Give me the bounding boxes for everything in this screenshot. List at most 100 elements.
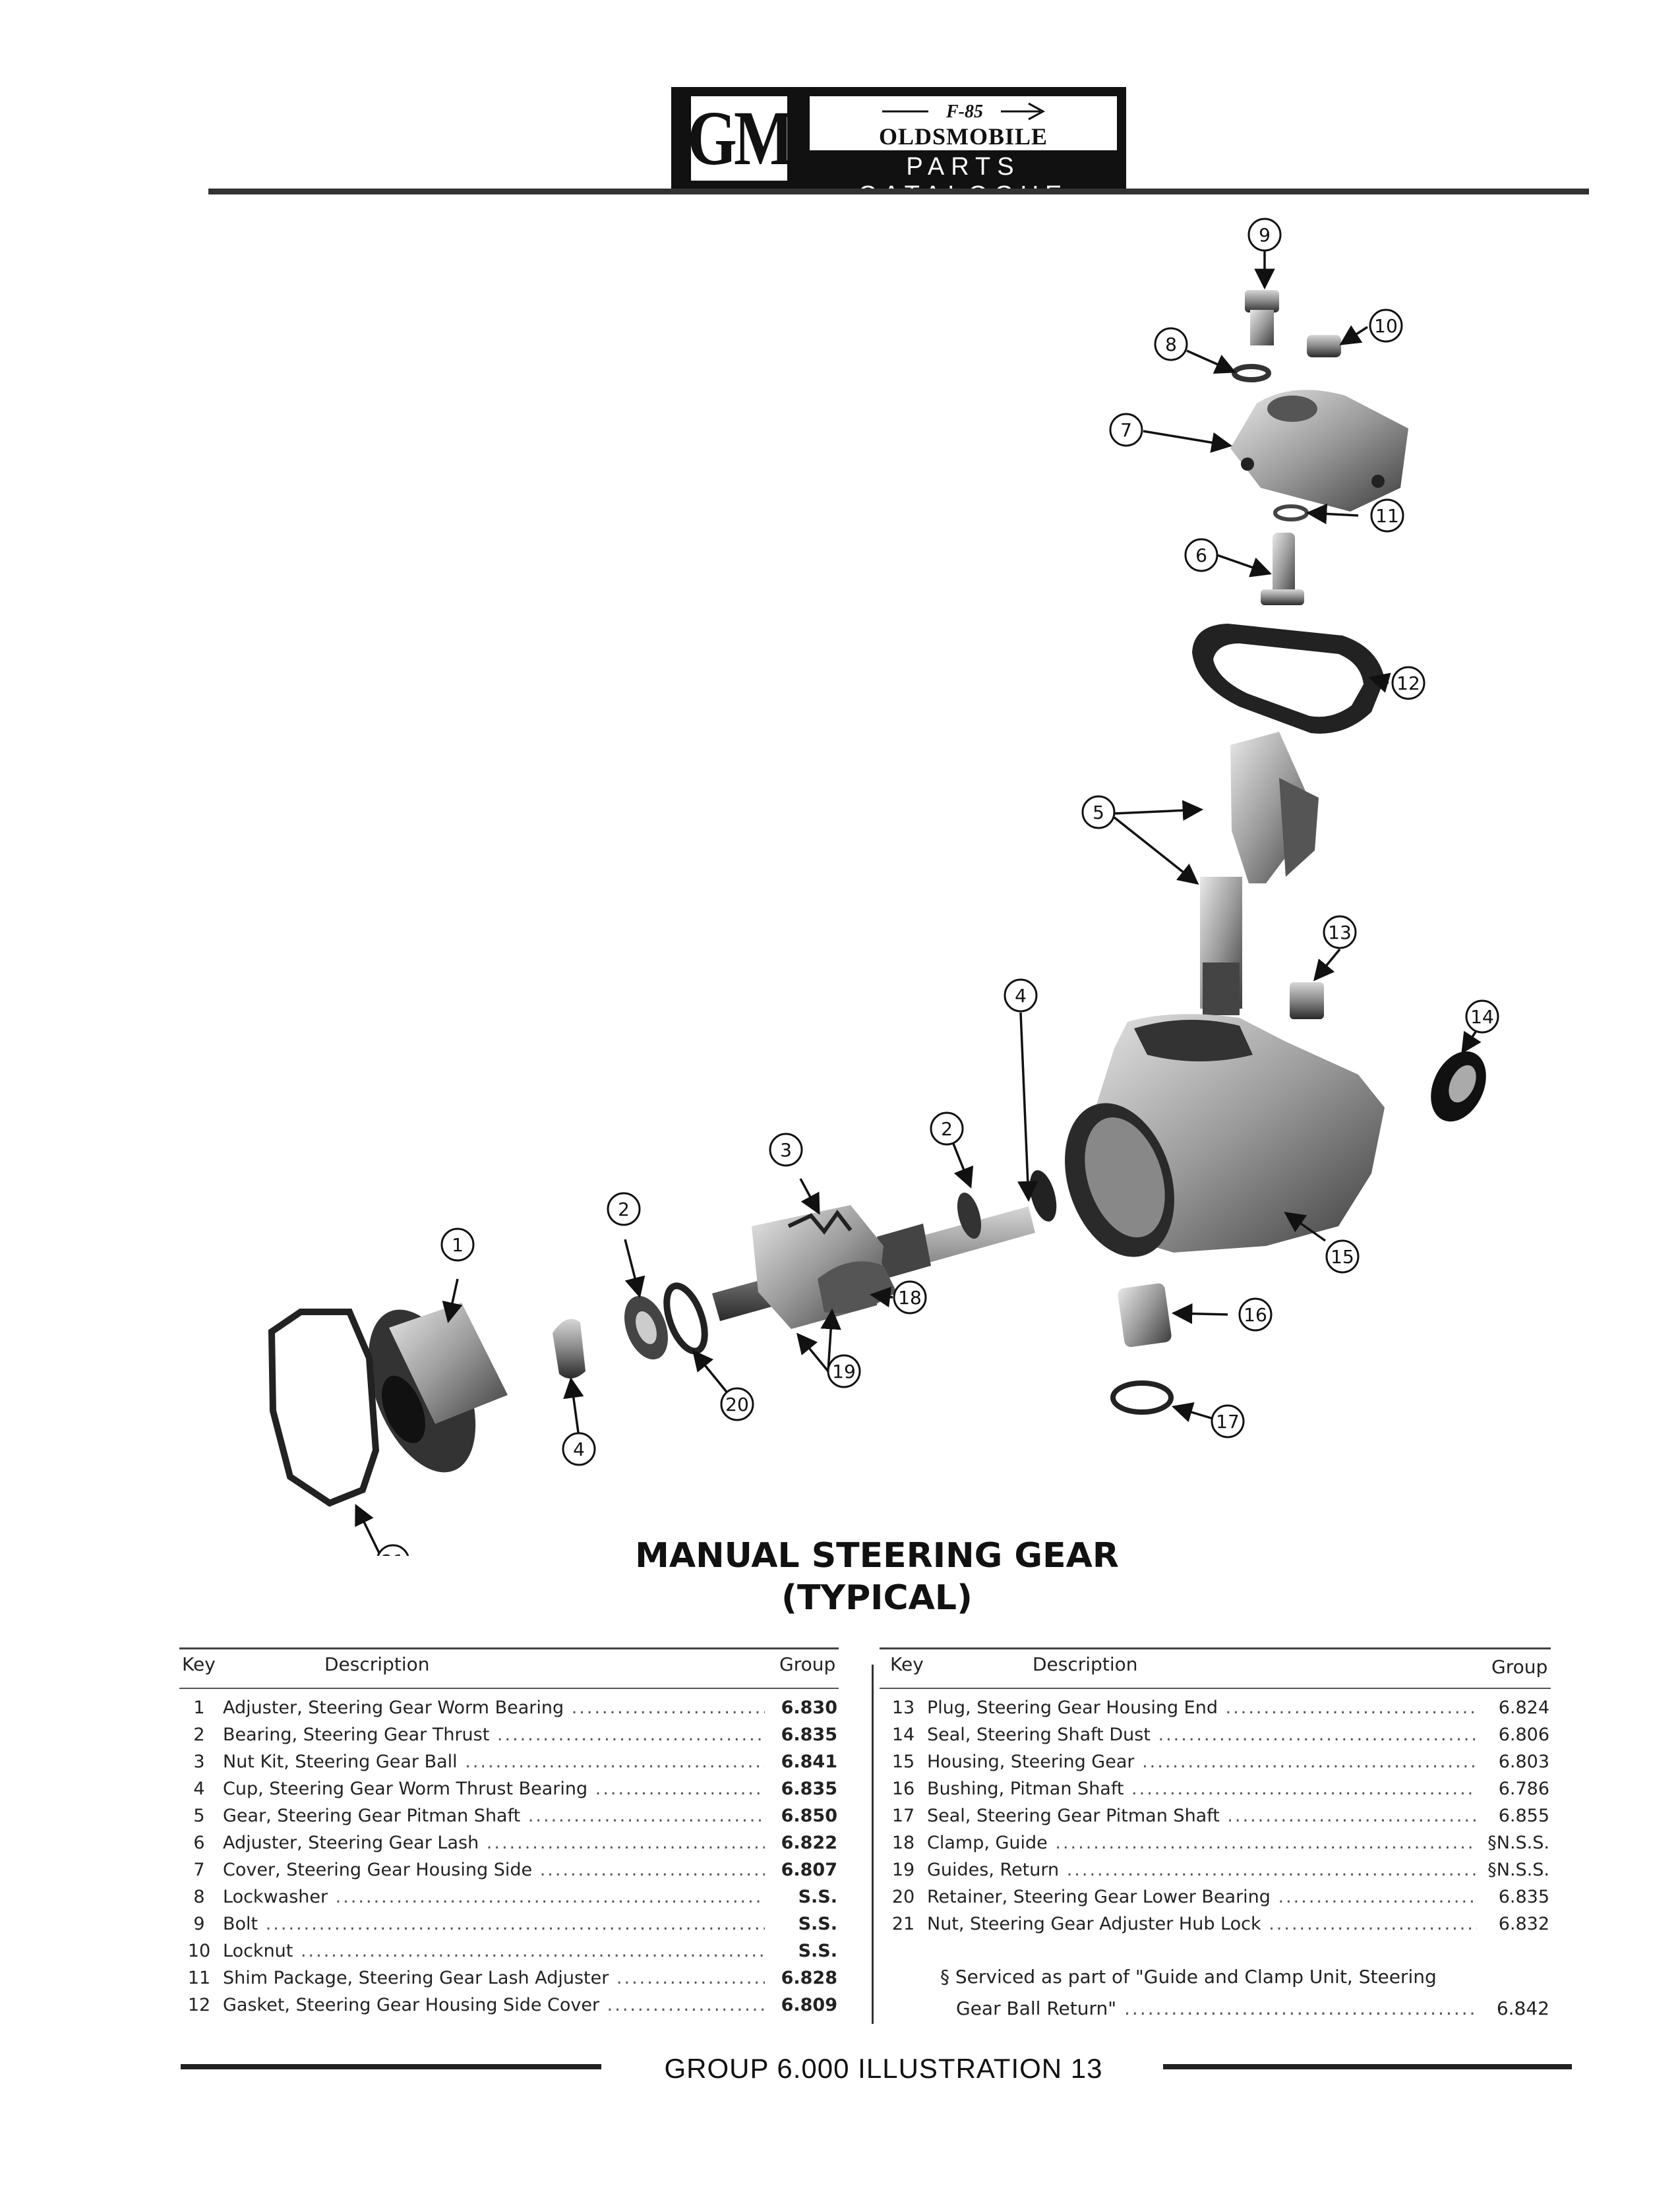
f85-mark-text: F-85 bbox=[945, 102, 983, 121]
footer-rule-right bbox=[1163, 2064, 1572, 2069]
brand-name: OLDSMOBILE bbox=[878, 123, 1048, 150]
col-head-key-left: Key bbox=[182, 1653, 216, 1675]
callout-6: 6 bbox=[1184, 538, 1218, 572]
callout-14: 14 bbox=[1465, 999, 1499, 1034]
part-dust-seal bbox=[1431, 1051, 1486, 1122]
part-pitman-shaft-bushing bbox=[1118, 1283, 1172, 1347]
part-side-cover bbox=[1230, 390, 1408, 512]
callout-20: 20 bbox=[720, 1387, 754, 1421]
svg-text:3: 3 bbox=[780, 1139, 792, 1161]
table-rule-left bbox=[179, 1647, 839, 1649]
col-head-group-right: Group bbox=[1491, 1656, 1548, 1678]
callout-10: 10 bbox=[1369, 309, 1403, 343]
callout-12: 12 bbox=[1391, 666, 1425, 700]
svg-text:20: 20 bbox=[725, 1394, 749, 1415]
table-rule-left-mid bbox=[179, 1688, 839, 1689]
svg-text:2: 2 bbox=[618, 1199, 630, 1220]
col-head-key-right: Key bbox=[890, 1653, 924, 1675]
svg-text:21: 21 bbox=[381, 1551, 405, 1556]
part-worm-bearing-adjuster bbox=[368, 1303, 508, 1473]
footnote-line-1: § Serviced as part of "Guide and Clamp U… bbox=[940, 1966, 1437, 1988]
footer-group-illustration: GROUP 6.000 ILLUSTRATION 13 bbox=[664, 2053, 1103, 2084]
callout-4-left: 4 bbox=[562, 1432, 596, 1466]
part-locknut bbox=[1307, 335, 1341, 357]
catalogue-label: PARTS CATALOGUE bbox=[858, 153, 1069, 209]
callout-18: 18 bbox=[893, 1280, 927, 1315]
gm-logo-letters: GM bbox=[687, 95, 795, 181]
f85-arrow-icon: F-85 bbox=[882, 102, 1046, 121]
svg-text:13: 13 bbox=[1328, 922, 1352, 943]
callout-15: 15 bbox=[1325, 1239, 1360, 1274]
svg-text:4: 4 bbox=[573, 1438, 585, 1460]
svg-text:17: 17 bbox=[1216, 1411, 1240, 1433]
svg-text:19: 19 bbox=[832, 1361, 856, 1382]
footnote-line-2: Gear Ball Return" 6.842 bbox=[956, 1998, 1549, 2019]
footnote-line-2-text: Gear Ball Return" bbox=[956, 1998, 1477, 2019]
table-rule-right bbox=[880, 1647, 1551, 1649]
part-adjuster-hub-lock-nut bbox=[268, 1309, 380, 1507]
callout-16: 16 bbox=[1238, 1297, 1273, 1332]
table-rule-right-mid bbox=[880, 1688, 1551, 1689]
callout-17: 17 bbox=[1211, 1404, 1245, 1438]
callout-1: 1 bbox=[440, 1228, 475, 1262]
callout-4-top: 4 bbox=[1004, 978, 1038, 1013]
svg-text:2: 2 bbox=[941, 1118, 953, 1140]
svg-text:16: 16 bbox=[1244, 1304, 1267, 1326]
col-head-description-right: Description bbox=[1033, 1653, 1138, 1675]
svg-text:9: 9 bbox=[1259, 224, 1271, 246]
part-pitman-shaft-gear bbox=[1200, 732, 1319, 1015]
svg-text:8: 8 bbox=[1165, 334, 1177, 355]
svg-text:7: 7 bbox=[1120, 419, 1132, 441]
callout-2-top: 2 bbox=[930, 1111, 964, 1146]
table-row: 8LockwasherS.S. bbox=[183, 1887, 837, 1913]
svg-text:1: 1 bbox=[452, 1234, 464, 1256]
svg-text:6: 6 bbox=[1195, 545, 1207, 566]
header-rule bbox=[208, 189, 1589, 194]
callout-7: 7 bbox=[1109, 413, 1143, 447]
table-column-divider bbox=[872, 1665, 874, 2024]
table-row: 9BoltS.S. bbox=[183, 1914, 837, 1940]
part-gasket bbox=[1192, 624, 1385, 734]
part-pitman-shaft-seal bbox=[1110, 1380, 1174, 1415]
callout-5: 5 bbox=[1081, 795, 1116, 829]
callout-13: 13 bbox=[1323, 915, 1357, 949]
callout-8: 8 bbox=[1154, 327, 1188, 361]
col-head-group-left: Group bbox=[779, 1653, 836, 1675]
callout-11: 11 bbox=[1370, 498, 1404, 533]
diagram-title: MANUAL STEERING GEAR (TYPICAL) bbox=[580, 1535, 1174, 1619]
svg-text:11: 11 bbox=[1375, 505, 1399, 527]
part-bolt bbox=[1245, 290, 1279, 345]
footnote-group: 6.842 bbox=[1496, 1998, 1549, 2019]
steering-gear-exploded-diagram: 9 10 8 7 11 6 12 5 13 14 15 16 17 4 2 3 … bbox=[268, 218, 1499, 1556]
part-lash-adjuster bbox=[1261, 533, 1304, 605]
callout-9: 9 bbox=[1247, 218, 1282, 252]
col-head-description-left: Description bbox=[324, 1653, 430, 1675]
gm-parts-catalogue-logo: GM F-85 OLDSMOBILE PARTS CATALOGUE bbox=[671, 87, 1126, 209]
callout-2-left: 2 bbox=[607, 1192, 641, 1226]
callout-19: 19 bbox=[827, 1354, 861, 1388]
callout-21: 21 bbox=[376, 1544, 409, 1556]
part-housing-end-plug bbox=[1290, 982, 1324, 1019]
svg-text:12: 12 bbox=[1396, 672, 1420, 694]
part-worm-thrust-bearing-cup bbox=[553, 1318, 585, 1379]
diagram-title-line2: (TYPICAL) bbox=[781, 1578, 973, 1618]
svg-text:18: 18 bbox=[898, 1287, 922, 1309]
part-steering-gear-housing bbox=[1065, 1014, 1385, 1257]
